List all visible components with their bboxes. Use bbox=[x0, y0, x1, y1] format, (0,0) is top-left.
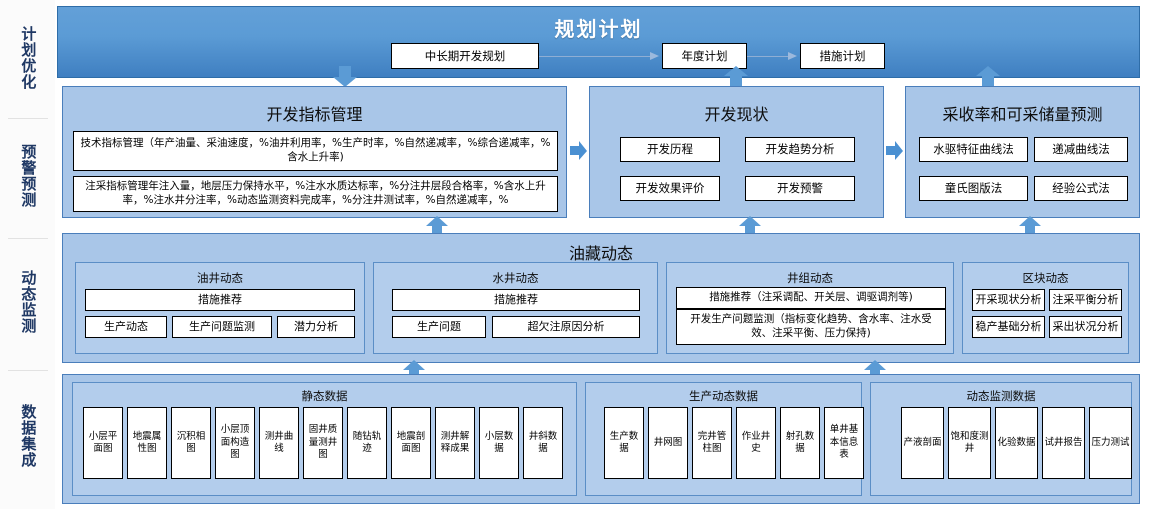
group-title-well-group: 井组动态 bbox=[787, 271, 833, 285]
arrow-down-to-dev-index-icon bbox=[332, 66, 358, 88]
box-tong-chart-method[interactable]: 童氏图版法 bbox=[919, 176, 1028, 201]
box-dev-history[interactable]: 开发历程 bbox=[620, 137, 720, 162]
rail-item-plan-optimization[interactable]: 计划优化 bbox=[19, 26, 38, 90]
arrow-right-dev-index-to-status-icon bbox=[570, 141, 588, 161]
rail-item-data-integration[interactable]: 数据集成 bbox=[19, 404, 38, 468]
box-technical-index-management[interactable]: 技术指标管理（年产油量、采油速度，%油井利用率，%生产时率，%自然递减率，%综合… bbox=[73, 131, 558, 171]
box-static-cementing-quality-log-map[interactable]: 固井质量测井图 bbox=[303, 407, 343, 479]
group-title-dynamic-monitoring-data: 动态监测数据 bbox=[966, 389, 1036, 403]
box-static-log-interpretation-results[interactable]: 测井解释成果 bbox=[435, 407, 475, 479]
header-band: 规划计划 中长期开发规划 年度计划 措施计划 bbox=[57, 6, 1140, 78]
group-dynamic-monitoring-data: 动态监测数据 产液剖面 饱和度测井 化验数据 试井报告 压力测试 bbox=[870, 382, 1132, 496]
rail-item-dynamic-monitoring[interactable]: 动态监测 bbox=[19, 270, 38, 334]
arrow-up-to-recovery-icon bbox=[975, 66, 1001, 88]
box-static-sublayer-data[interactable]: 小层数据 bbox=[479, 407, 519, 479]
box-oil-production-problem-monitoring[interactable]: 生产问题监测 bbox=[172, 316, 272, 338]
arrow-up-data-to-reservoir-left-icon bbox=[402, 360, 426, 382]
panel-title-dev-index: 开发指标管理 bbox=[266, 105, 363, 124]
box-dev-early-warning[interactable]: 开发预警 bbox=[745, 176, 855, 201]
box-waterflood-curve-method[interactable]: 水驱特征曲线法 bbox=[919, 137, 1028, 162]
box-water-measure-recommendation[interactable]: 措施推荐 bbox=[392, 289, 640, 311]
group-well-group-dynamics: 井组动态 措施推荐（注采调配、开关层、调驱调剂等) 开发生产问题监测（指标变化趋… bbox=[666, 262, 954, 354]
box-static-well-log-curve[interactable]: 测井曲线 bbox=[259, 407, 299, 479]
group-production-dynamic-data: 生产动态数据 生产数据 井网图 完井管柱图 作业井史 射孔数据 单井基本信息表 bbox=[585, 382, 864, 496]
box-mon-well-test-report[interactable]: 试井报告 bbox=[1042, 407, 1085, 479]
flow-connector-2 bbox=[747, 56, 795, 57]
box-prod-perforation-data[interactable]: 射孔数据 bbox=[780, 407, 820, 479]
box-dev-effect-evaluation[interactable]: 开发效果评价 bbox=[620, 176, 720, 201]
panel-reservoir-dynamics: 油藏动态 油井动态 措施推荐 生产动态 生产问题监测 潜力分析 水井动态 措施推… bbox=[62, 233, 1140, 363]
panel-dev-index-management: 开发指标管理 技术指标管理（年产油量、采油速度，%油井利用率，%生产时率，%自然… bbox=[62, 86, 567, 218]
box-injection-production-index-management[interactable]: 注采指标管理年注入量，地层压力保持水平，%注水水质达标率，%分注井层段合格率，%… bbox=[73, 176, 558, 212]
box-mon-saturation-log[interactable]: 饱和度测井 bbox=[948, 407, 991, 479]
box-decline-curve-method[interactable]: 递减曲线法 bbox=[1034, 137, 1128, 162]
group-title-production-dynamic-data: 生产动态数据 bbox=[689, 389, 758, 403]
arrow-up-to-dev-status-icon bbox=[723, 66, 749, 88]
box-prod-well-pattern-map[interactable]: 井网图 bbox=[648, 407, 688, 479]
panel-title-dev-status: 开发现状 bbox=[704, 105, 769, 124]
box-prod-single-well-basic-info-table[interactable]: 单井基本信息表 bbox=[824, 407, 864, 479]
group-title-oil-well: 油井动态 bbox=[197, 271, 243, 285]
box-oil-production-dynamics[interactable]: 生产动态 bbox=[85, 316, 167, 338]
arrow-up-reservoir-to-recovery-icon bbox=[1018, 216, 1042, 238]
rail-divider-2 bbox=[8, 238, 48, 239]
box-wellgroup-measure-recommendation[interactable]: 措施推荐（注采调配、开关层、调驱调剂等) bbox=[676, 287, 946, 309]
box-static-while-drilling-trajectory[interactable]: 随钻轨迹 bbox=[347, 407, 387, 479]
box-prod-production-data[interactable]: 生产数据 bbox=[604, 407, 644, 479]
arrow-up-reservoir-to-dev-status-icon bbox=[738, 216, 762, 238]
group-water-well-dynamics: 水井动态 措施推荐 生产问题 超欠注原因分析 bbox=[373, 262, 658, 354]
box-water-production-problem[interactable]: 生产问题 bbox=[392, 316, 486, 338]
panel-title-recovery: 采收率和可采储量预测 bbox=[942, 105, 1103, 124]
box-block-injection-production-balance-analysis[interactable]: 注采平衡分析 bbox=[1049, 289, 1122, 311]
box-dev-trend-analysis[interactable]: 开发趋势分析 bbox=[745, 137, 855, 162]
page-title: 规划计划 bbox=[554, 17, 643, 41]
box-static-sublayer-plane-map[interactable]: 小层平面图 bbox=[83, 407, 123, 479]
group-oil-well-dynamics: 油井动态 措施推荐 生产动态 生产问题监测 潜力分析 bbox=[75, 262, 365, 354]
left-rail: 计划优化 预警预测 动态监测 数据集成 bbox=[0, 0, 55, 509]
arrow-up-reservoir-to-dev-index-icon bbox=[425, 216, 449, 238]
rail-divider-1 bbox=[8, 118, 48, 119]
rail-item-warning-forecast[interactable]: 预警预测 bbox=[19, 144, 38, 208]
arrow-right-status-to-recovery-icon bbox=[886, 141, 904, 161]
panel-recovery-forecast: 采收率和可采储量预测 水驱特征曲线法 递减曲线法 童氏图版法 经验公式法 bbox=[905, 86, 1140, 218]
group-title-water-well: 水井动态 bbox=[492, 271, 539, 285]
box-block-stable-production-basis-analysis[interactable]: 稳产基础分析 bbox=[972, 316, 1045, 338]
flow-arrow-2-icon bbox=[788, 50, 799, 62]
box-static-well-deviation-data[interactable]: 井斜数据 bbox=[523, 407, 563, 479]
group-block-dynamics: 区块动态 开采现状分析 注采平衡分析 稳产基础分析 采出状况分析 bbox=[962, 262, 1129, 354]
flow-box-measure-plan[interactable]: 措施计划 bbox=[800, 43, 885, 69]
box-mon-pressure-test[interactable]: 压力测试 bbox=[1089, 407, 1132, 479]
rail-divider-3 bbox=[8, 370, 48, 371]
flow-connector-1 bbox=[539, 56, 657, 57]
group-title-block: 区块动态 bbox=[1022, 271, 1069, 285]
box-oil-measure-recommendation[interactable]: 措施推荐 bbox=[85, 289, 355, 311]
box-wellgroup-production-problem-monitoring[interactable]: 开发生产问题监测（指标变化趋势、含水率、注水受效、注采平衡、压力保持) bbox=[676, 309, 946, 345]
panel-data-integration: 静态数据 小层平面图 地震属性图 沉积相图 小层顶面构造图 测井曲线 固井质量测… bbox=[62, 374, 1140, 504]
box-mon-liquid-production-profile[interactable]: 产液剖面 bbox=[901, 407, 944, 479]
box-static-seismic-attribute-map[interactable]: 地震属性图 bbox=[127, 407, 167, 479]
panel-dev-status: 开发现状 开发历程 开发趋势分析 开发效果评价 开发预警 bbox=[589, 86, 884, 218]
flow-arrow-1-icon bbox=[650, 50, 661, 62]
flow-box-annual-plan[interactable]: 年度计划 bbox=[662, 43, 747, 69]
box-block-production-status-analysis[interactable]: 开采现状分析 bbox=[972, 289, 1045, 311]
group-static-data: 静态数据 小层平面图 地震属性图 沉积相图 小层顶面构造图 测井曲线 固井质量测… bbox=[72, 382, 577, 496]
box-static-sublayer-top-structure-map[interactable]: 小层顶面构造图 bbox=[215, 407, 255, 479]
box-prod-workover-well-history[interactable]: 作业井史 bbox=[736, 407, 776, 479]
box-prod-completion-string-diagram[interactable]: 完井管柱图 bbox=[692, 407, 732, 479]
panel-title-reservoir: 油藏动态 bbox=[568, 244, 633, 263]
box-oil-potential-analysis[interactable]: 潜力分析 bbox=[277, 316, 355, 338]
box-block-recovery-status-analysis[interactable]: 采出状况分析 bbox=[1049, 316, 1122, 338]
box-empirical-formula-method[interactable]: 经验公式法 bbox=[1034, 176, 1128, 201]
group-title-static-data: 静态数据 bbox=[301, 389, 348, 403]
box-static-seismic-section-map[interactable]: 地震剖面图 bbox=[391, 407, 431, 479]
box-water-over-under-injection-cause-analysis[interactable]: 超欠注原因分析 bbox=[492, 316, 640, 338]
flow-box-longterm-plan[interactable]: 中长期开发规划 bbox=[391, 43, 539, 69]
box-mon-lab-test-data[interactable]: 化验数据 bbox=[995, 407, 1038, 479]
box-static-sedimentary-facies-map[interactable]: 沉积相图 bbox=[171, 407, 211, 479]
arrow-up-data-to-reservoir-right-icon bbox=[863, 360, 887, 382]
